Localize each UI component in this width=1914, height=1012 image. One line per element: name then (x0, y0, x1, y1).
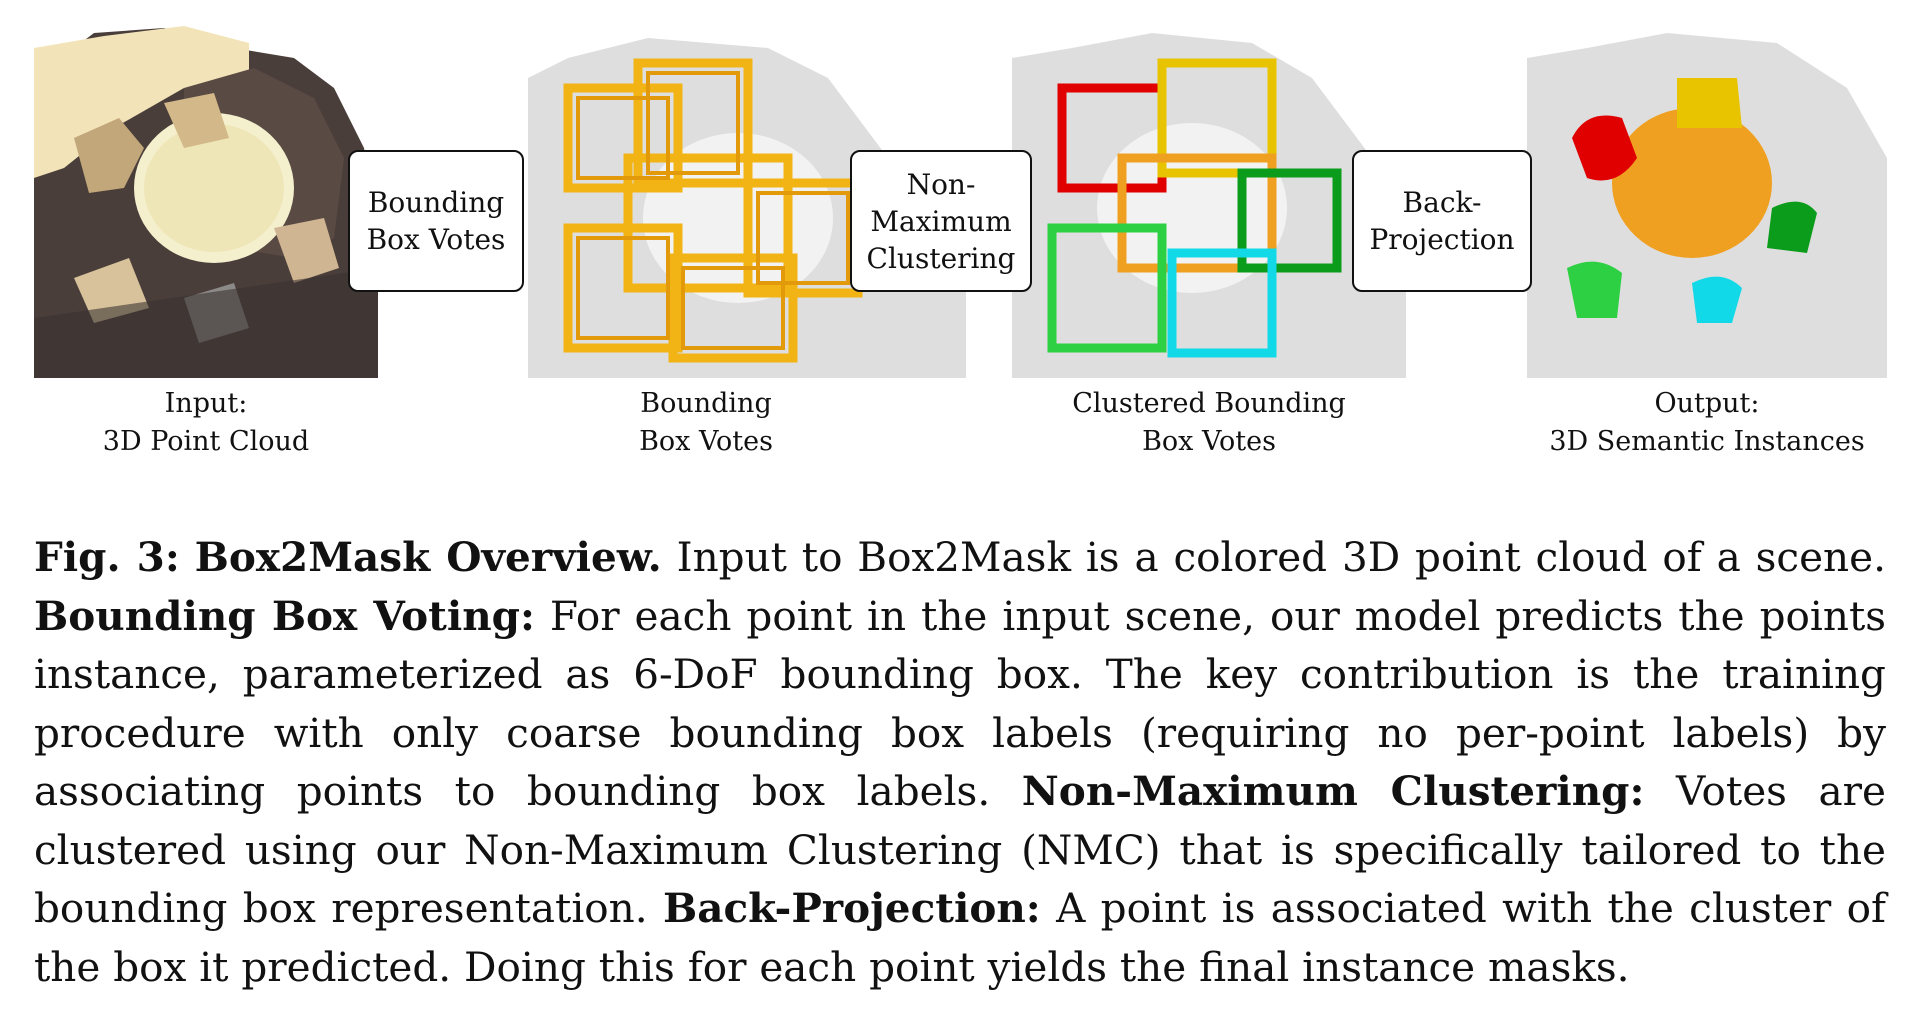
caption-heading-backprojection: Back-Projection: (662, 884, 1041, 932)
caption-backprojection-text: A point is associated with the cluster o… (34, 884, 1886, 991)
caption-voting-text: For each point in the input scene, our m… (34, 591, 1887, 816)
bbox-votes-caption-line1: Bounding (640, 388, 772, 419)
clustered-votes-caption-line1: Clustered Bounding (1072, 388, 1346, 419)
bounding-box-votes-image (528, 18, 966, 378)
clustered-votes-caption: Clustered Bounding Box Votes (1012, 385, 1406, 461)
output-instances-image (1527, 18, 1887, 378)
input-point-cloud-image (34, 18, 378, 378)
figure-title: Box2Mask Overview. (194, 533, 662, 581)
output-caption-line1: Output: (1654, 388, 1760, 419)
bbox-votes-caption: Bounding Box Votes (528, 385, 884, 461)
caption-intro: Input to Box2Mask is a colored 3D point … (661, 533, 1886, 581)
bounding-box-votes-step-label: Bounding Box Votes (366, 186, 506, 256)
back-projection-step: Back- Projection (1352, 150, 1532, 292)
clustered-box-votes-image (1012, 18, 1406, 378)
caption-clustering-text: Votes are clustered using our Non-Maximu… (34, 767, 1886, 932)
caption-heading-voting: Bounding Box Voting: (34, 591, 535, 640)
non-maximum-clustering-step-label: Non- Maximum Clustering (866, 167, 1016, 275)
bounding-box-votes-step: Bounding Box Votes (348, 150, 524, 292)
bbox-votes-caption-line2: Box Votes (639, 426, 773, 457)
clustered-votes-caption-line2: Box Votes (1142, 426, 1276, 457)
output-caption: Output: 3D Semantic Instances (1527, 385, 1887, 461)
figure-label: Fig. 3: (34, 533, 180, 581)
output-caption-line2: 3D Semantic Instances (1549, 426, 1865, 457)
non-maximum-clustering-step: Non- Maximum Clustering (850, 150, 1032, 292)
input-caption: Input: 3D Point Cloud (34, 385, 378, 461)
caption-heading-clustering: Non-Maximum Clustering: (1021, 767, 1645, 815)
input-caption-line2: 3D Point Cloud (102, 426, 310, 457)
figure-caption: Fig. 3: Box2Mask Overview. Input to Box2… (34, 528, 1886, 996)
input-caption-line1: Input: (164, 388, 248, 419)
back-projection-step-label: Back- Projection (1369, 186, 1515, 256)
